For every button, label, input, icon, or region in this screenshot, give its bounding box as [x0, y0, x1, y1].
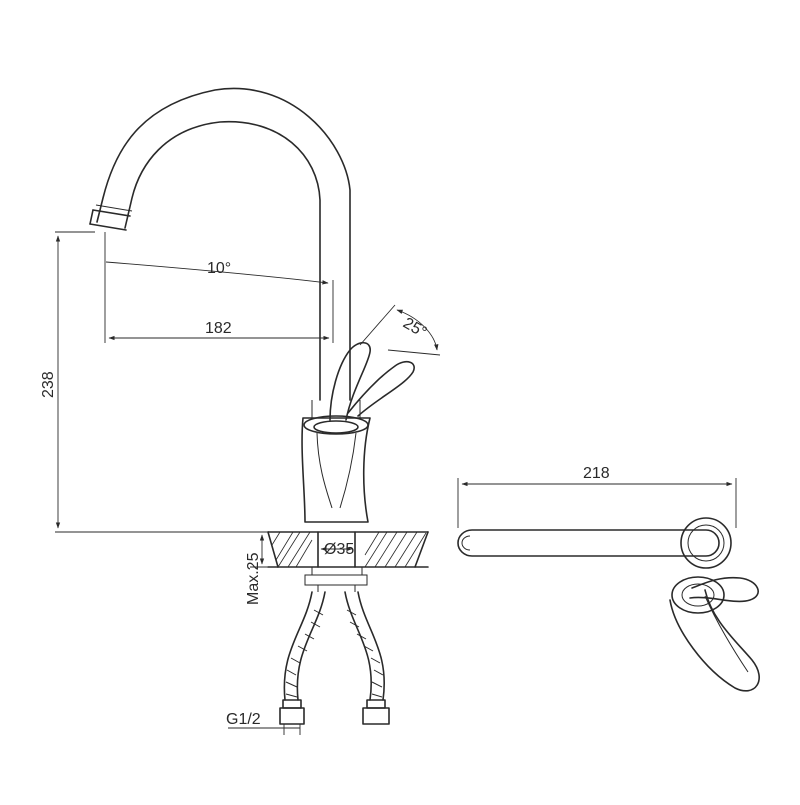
- hatch-right: [364, 531, 427, 568]
- height-label: 238: [40, 371, 57, 398]
- spout: [89, 87, 351, 401]
- handle-top: [669, 576, 760, 692]
- thread-label: G1/2: [226, 711, 261, 728]
- reach-label: 182: [205, 320, 232, 337]
- max-thickness-label: Max.25: [245, 552, 262, 605]
- spout-top: [457, 529, 720, 557]
- flexible-hoses: [279, 591, 390, 725]
- top-view: 218: [457, 465, 760, 692]
- top-length-label: 218: [583, 465, 610, 482]
- base-top: [680, 517, 732, 569]
- dimension-lines: [55, 231, 441, 735]
- mount-hole-label: Ø35: [324, 541, 354, 558]
- spout-angle-label: 10°: [207, 260, 231, 277]
- faucet-body: [301, 400, 371, 523]
- hatch-left: [271, 531, 313, 568]
- side-view: [89, 87, 429, 725]
- lever-handle: [329, 341, 415, 421]
- dimension-labels: 10° 182 238 25° Ø35 Max.25 G1/2: [40, 260, 429, 728]
- counter-section: [267, 531, 429, 592]
- handle-angle-label: 25°: [400, 315, 429, 342]
